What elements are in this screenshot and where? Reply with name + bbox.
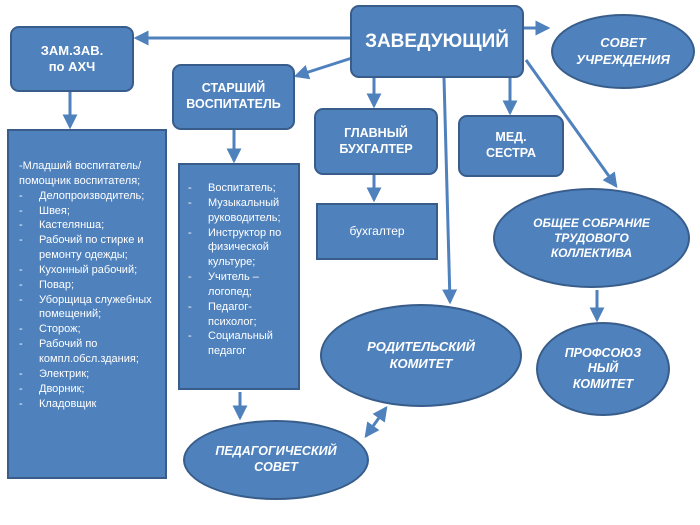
ped-council-label: ПЕДАГОГИЧЕСКИЙ СОВЕТ [215, 444, 337, 474]
ped-council-node: ПЕДАГОГИЧЕСКИЙ СОВЕТ [183, 420, 369, 500]
ped-staff-list: Воспитатель;Музыкальный руководитель;Инс… [178, 163, 300, 390]
accountant-label: бухгалтер [349, 224, 405, 238]
chief-accountant-node: ГЛАВНЫЙ БУХГАЛТЕР [314, 108, 438, 175]
nurse-node: МЕД. СЕСТРА [458, 115, 564, 177]
ahch-staff-item: Уборщица служебных помещений; [13, 293, 161, 323]
deputy-ahch-label: ЗАМ.ЗАВ. по АХЧ [40, 42, 104, 74]
ped-staff-items: Воспитатель;Музыкальный руководитель;Инс… [182, 181, 294, 359]
general-meeting-node: ОБЩЕЕ СОБРАНИЕ ТРУДОВОГО КОЛЛЕКТИВА [493, 188, 690, 288]
ahch-staff-item: Сторож; [13, 322, 161, 337]
head-label: ЗАВЕДУЮЩИЙ [365, 30, 509, 52]
arrow-head-to-senior [293, 56, 353, 80]
trade-union-label: ПРОФСОЮЗ НЫЙ КОМИТЕТ [564, 345, 642, 391]
arrow-head-to-parent-committee [442, 77, 458, 305]
council-node: СОВЕТ УЧРЕЖДЕНИЯ [551, 14, 695, 89]
deputy-ahch-node: ЗАМ.ЗАВ. по АХЧ [10, 26, 134, 92]
trade-union-node: ПРОФСОЮЗ НЫЙ КОМИТЕТ [536, 322, 670, 416]
ped-staff-item: Воспитатель; [182, 181, 294, 196]
parent-committee-node: РОДИТЕЛЬСКИЙ КОМИТЕТ [320, 304, 522, 407]
ahch-staff-item: Кастелянша; [13, 218, 161, 233]
ped-staff-item: Музыкальный руководитель; [182, 196, 294, 226]
ahch-staff-item: Кладовщик [13, 397, 161, 412]
arrow-head-to-meeting [524, 59, 618, 188]
ped-staff-item: Социальный педагог [182, 329, 294, 359]
ped-staff-item: Инструктор по физической культуре; [182, 226, 294, 271]
ahch-staff-item: Повар; [13, 278, 161, 293]
ahch-staff-item: Дворник; [13, 382, 161, 397]
accountant-node: бухгалтер [316, 203, 438, 260]
head-node: ЗАВЕДУЮЩИЙ [350, 5, 524, 78]
nurse-label: МЕД. СЕСТРА [486, 130, 536, 160]
ped-staff-item: Педагог-психолог; [182, 300, 294, 330]
ped-staff-item: Учитель – логопед; [182, 270, 294, 300]
ahch-staff-item: Кухонный рабочий; [13, 263, 161, 278]
ahch-staff-item: Делопроизводитель; [13, 189, 161, 204]
senior-educator-label: СТАРШИЙ ВОСПИТАТЕЛЬ [186, 81, 281, 111]
arrow-parent-ped-double [364, 406, 388, 438]
ahch-staff-items: Делопроизводитель;Швея;Кастелянша;Рабочи… [13, 189, 161, 412]
chief-accountant-label: ГЛАВНЫЙ БУХГАЛТЕР [339, 125, 413, 156]
senior-educator-node: СТАРШИЙ ВОСПИТАТЕЛЬ [172, 64, 295, 130]
council-label: СОВЕТ УЧРЕЖДЕНИЯ [576, 35, 670, 67]
ahch-staff-item: Рабочий по стирке и ремонту одежды; [13, 233, 161, 263]
ahch-staff-lead: -Младший воспитатель/ помощник воспитате… [19, 160, 142, 187]
ahch-staff-list: -Младший воспитатель/ помощник воспитате… [7, 129, 167, 479]
general-meeting-label: ОБЩЕЕ СОБРАНИЕ ТРУДОВОГО КОЛЛЕКТИВА [533, 215, 650, 260]
ahch-staff-item: Электрик; [13, 367, 161, 382]
ahch-staff-item: Швея; [13, 204, 161, 219]
parent-committee-label: РОДИТЕЛЬСКИЙ КОМИТЕТ [367, 339, 475, 371]
ahch-staff-item: Рабочий по компл.обсл.здания; [13, 337, 161, 367]
